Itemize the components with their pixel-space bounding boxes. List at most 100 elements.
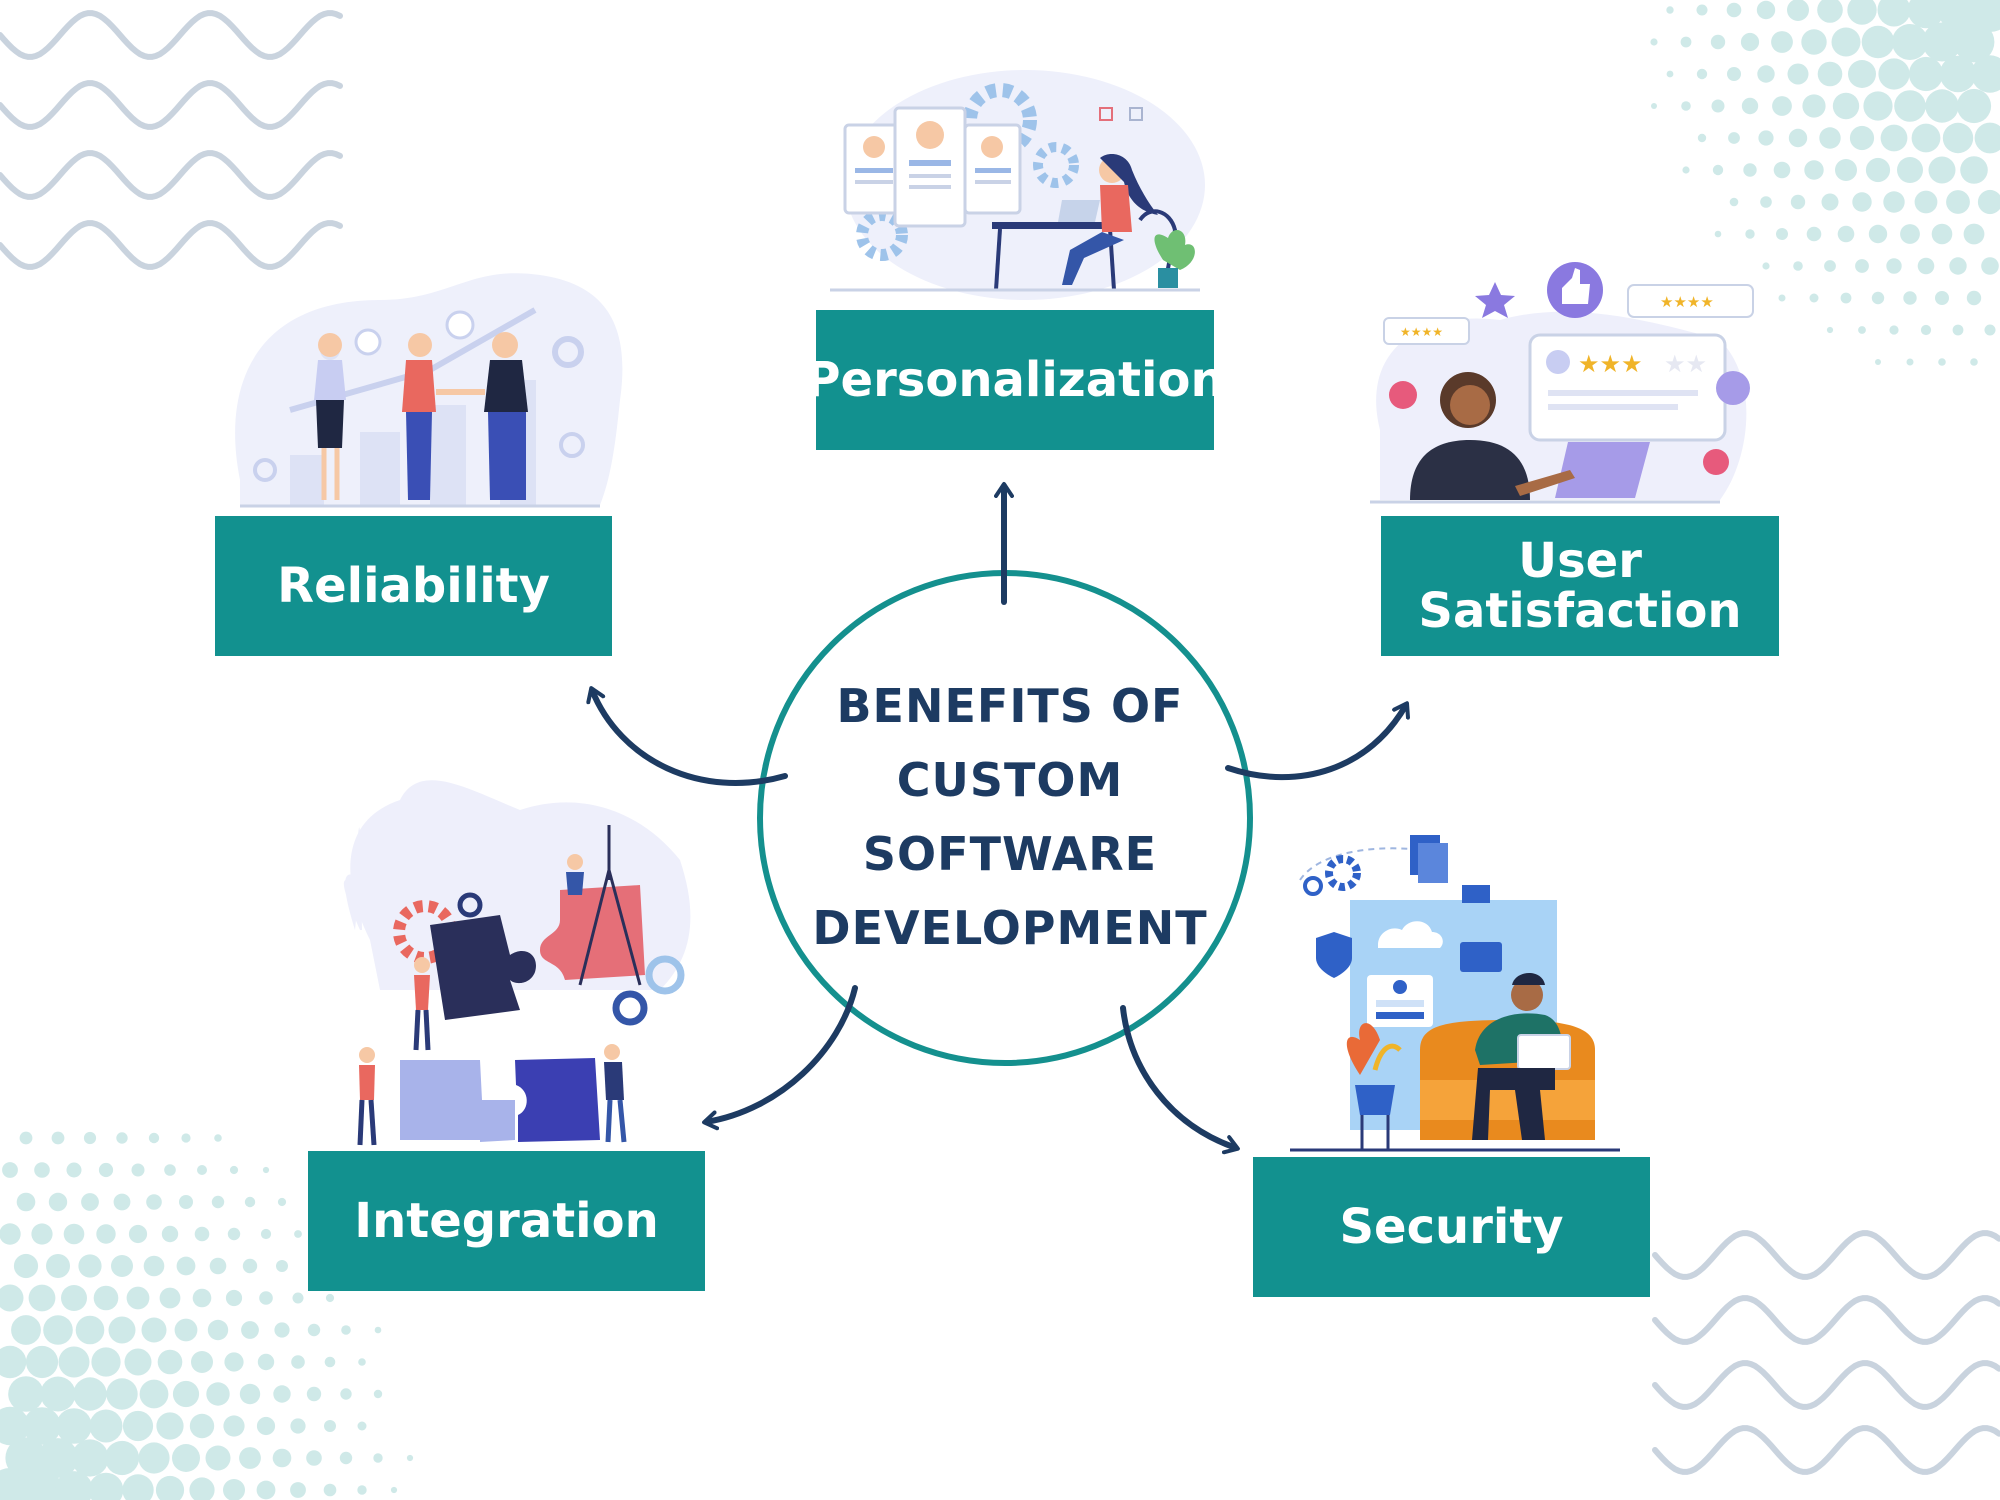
decorative-dot xyxy=(11,1315,41,1345)
decorative-dot xyxy=(1892,24,1928,60)
decorative-dot xyxy=(88,1472,124,1500)
wave-line xyxy=(0,80,343,130)
decorative-dot xyxy=(96,1224,116,1244)
decorative-dot xyxy=(325,1293,335,1303)
decorative-dot xyxy=(126,1286,150,1310)
decorative-dot xyxy=(63,1223,85,1245)
svg-text:★★: ★★ xyxy=(1664,350,1707,378)
wave-line xyxy=(1652,1360,2000,1410)
decorative-dot xyxy=(13,1253,39,1279)
decorative-dot xyxy=(1960,156,1988,184)
decorative-dot xyxy=(1697,133,1707,143)
decorative-dot xyxy=(98,1162,114,1178)
decorative-dot xyxy=(276,1260,288,1272)
decorative-dot xyxy=(1952,324,1964,336)
decorative-dot xyxy=(172,1380,200,1408)
benefit-label-personalization: Personalization xyxy=(805,310,1225,450)
decorative-dot xyxy=(113,1193,131,1211)
decorative-dot xyxy=(225,1289,243,1307)
decorative-dot xyxy=(223,1415,245,1437)
decorative-dot xyxy=(1911,123,1941,153)
decorative-dot xyxy=(1682,166,1690,174)
decorative-dot xyxy=(1681,101,1691,111)
decorative-dot xyxy=(1877,0,1911,27)
decorative-dot xyxy=(290,1482,306,1498)
decorative-dot xyxy=(406,1454,414,1462)
decorative-dot xyxy=(1788,128,1808,148)
decorative-dot xyxy=(146,1194,162,1210)
laptop-icon xyxy=(1517,1034,1571,1070)
decorative-dot xyxy=(48,1192,68,1212)
decorative-dot xyxy=(143,1255,165,1277)
decorative-dot xyxy=(1824,260,1836,272)
cloud-icon xyxy=(1378,921,1443,948)
decorative-dot xyxy=(1758,130,1774,146)
decorative-dot xyxy=(1889,325,1899,335)
star-icon xyxy=(1475,282,1515,318)
decorative-dot xyxy=(21,1469,63,1500)
decorative-dot xyxy=(1963,223,1985,245)
user-satisfaction-illustration: ★★★★ ★★★★ ★★★ ★★ xyxy=(1370,262,1754,504)
decorative-dot xyxy=(1802,94,1826,118)
benefit-label-security: Security xyxy=(1253,1157,1650,1297)
rating-card-icon xyxy=(1627,284,1754,318)
card-icon xyxy=(1462,885,1490,903)
decorative-dot xyxy=(214,1134,222,1142)
decorative-dot xyxy=(1696,4,1708,16)
decorative-dot xyxy=(390,1486,398,1494)
decorative-dot xyxy=(1745,229,1755,239)
decorative-dot xyxy=(1937,0,1979,31)
decorative-dot xyxy=(155,1475,185,1500)
send-icon xyxy=(1716,371,1750,405)
decorative-dot xyxy=(1740,32,1760,52)
decorative-dot xyxy=(1849,125,1875,151)
decorative-dot xyxy=(290,1418,306,1434)
decorative-dot xyxy=(1906,358,1914,366)
puzzle-piece-icon xyxy=(515,1058,600,1142)
decorative-dot xyxy=(1762,262,1770,270)
decorative-dot xyxy=(1760,196,1772,208)
decorative-dot xyxy=(1922,22,1962,62)
decorative-dot xyxy=(172,1444,200,1472)
decorative-dot xyxy=(1897,157,1923,183)
benefit-label-user-satisfaction: User Satisfaction xyxy=(1381,516,1779,656)
arrow-to-user-satisfaction xyxy=(1225,701,1410,781)
decorative-dot xyxy=(1787,63,1809,85)
decorative-dot xyxy=(116,1132,128,1144)
decorative-dot xyxy=(1840,292,1852,304)
decorative-dot xyxy=(51,1131,65,1145)
decorative-dot xyxy=(159,1287,181,1309)
decorative-dot xyxy=(148,1132,160,1144)
decorative-dot xyxy=(93,1285,119,1311)
decorative-dot xyxy=(111,1255,133,1277)
decorative-dot xyxy=(260,1228,272,1240)
decorative-dot xyxy=(294,1230,302,1238)
decorative-dot xyxy=(1886,258,1902,274)
decorative-dot xyxy=(1806,226,1822,242)
decorative-dot xyxy=(1939,55,1977,93)
shield-icon xyxy=(1316,932,1352,978)
decorative-dot xyxy=(157,1349,183,1375)
decorative-waves-top-left xyxy=(0,10,343,270)
decorative-dot xyxy=(1984,324,1996,336)
decorative-dot xyxy=(89,1409,123,1443)
decorative-dot xyxy=(207,1319,229,1341)
decorative-dot xyxy=(357,1421,367,1431)
decorative-dot xyxy=(8,1376,44,1412)
decorative-dot xyxy=(40,1376,76,1412)
decorative-dot xyxy=(256,1416,276,1436)
decorative-dot xyxy=(374,1326,382,1334)
decorative-dot xyxy=(122,1474,154,1500)
decorative-dot xyxy=(1935,291,1949,305)
decorative-dot xyxy=(139,1379,169,1409)
heart-icon xyxy=(1389,381,1417,409)
decorative-dot xyxy=(179,1195,193,1209)
decorative-dot xyxy=(1651,103,1657,109)
decorative-dot xyxy=(1931,223,1953,245)
decorative-dot xyxy=(1847,0,1877,25)
decorative-dot xyxy=(1871,291,1885,305)
decorative-dot xyxy=(0,1223,21,1245)
decorative-dot xyxy=(1925,89,1959,123)
decorative-dot xyxy=(161,1225,179,1243)
decorative-dot xyxy=(66,1162,82,1178)
